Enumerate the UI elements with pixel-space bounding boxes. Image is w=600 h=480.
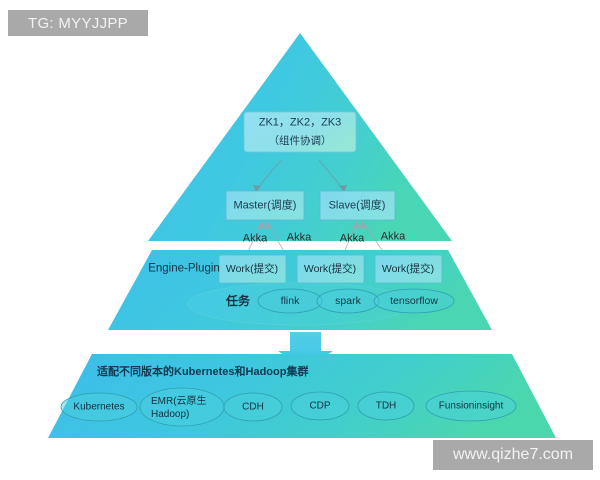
coordinator-box[interactable] [243, 111, 357, 153]
cluster-item-ellipse-kubernetes[interactable] [60, 392, 138, 422]
work-box-1[interactable] [218, 254, 287, 284]
connector-arrowheads [253, 185, 347, 192]
cluster-item-ellipse-emr[interactable] [139, 387, 225, 427]
slave-box[interactable] [319, 190, 396, 221]
master-box[interactable] [225, 190, 305, 221]
work-box-3[interactable] [374, 254, 443, 284]
cluster-item-ellipse-tdh[interactable] [357, 391, 415, 421]
task-item-ellipse-spark[interactable] [316, 288, 380, 314]
coordinator-to-scheduler-connectors [255, 159, 345, 191]
watermark-bottom-right: www.qizhe7.com [433, 440, 593, 470]
cluster-item-ellipse-cdp[interactable] [290, 391, 350, 421]
cluster-item-ellipse-cdh[interactable] [223, 392, 283, 422]
cluster-item-ellipse-funsioninsight[interactable] [425, 390, 517, 422]
akka-arrowheads [257, 221, 367, 229]
work-box-2[interactable] [296, 254, 365, 284]
task-item-ellipse-flink[interactable] [257, 288, 323, 314]
watermark-top-left: TG: MYYJJPP [8, 10, 148, 36]
task-item-ellipse-tensorflow[interactable] [373, 288, 455, 314]
